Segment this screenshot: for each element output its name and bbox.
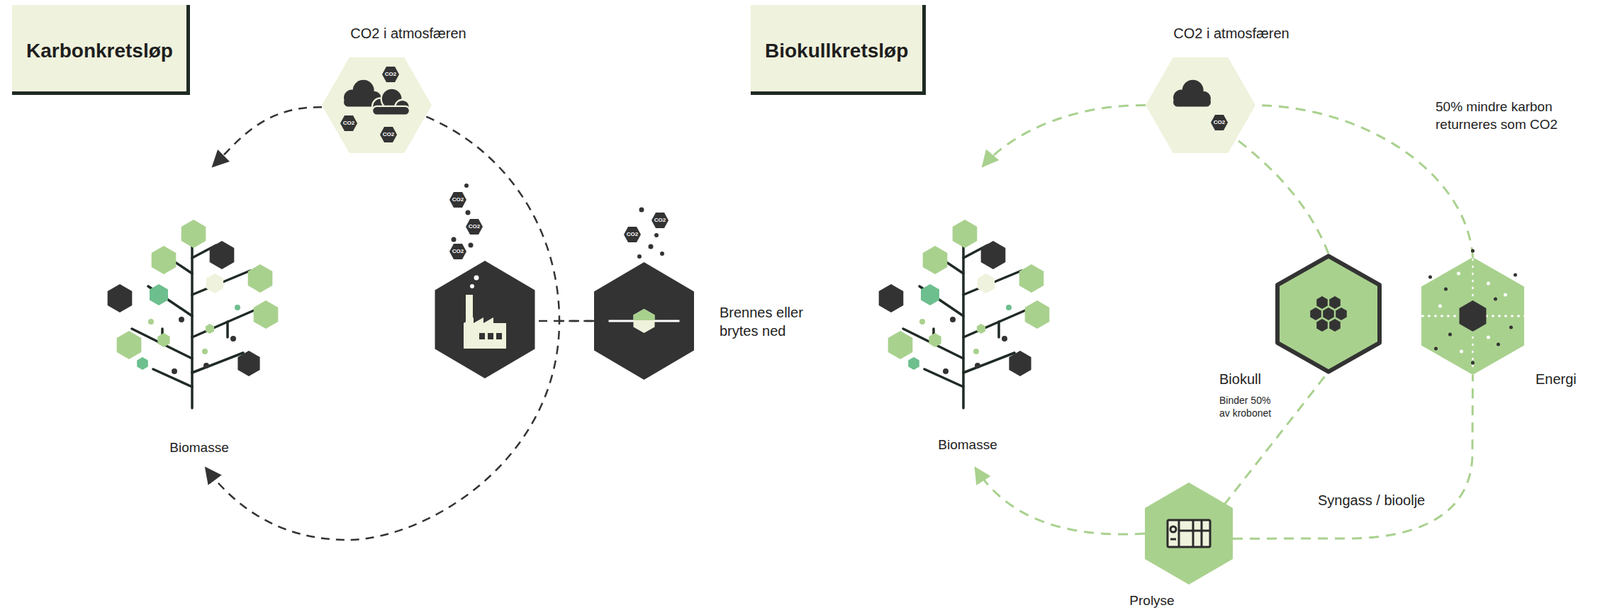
node-note: Binder 50% av krobonet	[1219, 394, 1284, 420]
hexagon-shape	[1144, 482, 1233, 585]
process-hexagon: Brennes eller brytes ned	[594, 262, 695, 380]
title-text: Karbonkretsløp	[26, 38, 173, 64]
dashed-connector	[212, 107, 322, 167]
co2-badge: CO2	[623, 226, 641, 243]
hexagon-shape	[321, 57, 432, 154]
node-label: Biokull	[1219, 370, 1262, 388]
dashed-connector	[1224, 372, 1329, 506]
co2-hexagon: CO2 i atmosfæren	[321, 57, 432, 154]
node-label: Energi	[1535, 370, 1577, 388]
node-heading: CO2 i atmosfæren	[1173, 24, 1289, 42]
biochar-hexagon: BiokullBinder 50% av krobonet	[1275, 253, 1382, 375]
dashed-connector	[205, 321, 595, 541]
hexagon-shape	[1145, 57, 1256, 154]
node-label: Prolyse	[1129, 593, 1174, 610]
hexagon-shape	[594, 262, 695, 380]
title-box: Biokullkretsløp	[750, 4, 926, 95]
factory-hexagon	[435, 260, 536, 379]
pyrolysis-hexagon: Prolyse	[1144, 482, 1233, 585]
edge-label: Syngass / bioolje	[1315, 490, 1428, 511]
dashed-connector	[982, 104, 1146, 167]
tree-illustration	[107, 219, 279, 409]
co2-badge: CO2	[449, 243, 467, 260]
co2-badge: CO2	[449, 192, 467, 208]
energy-hexagon: Energi	[1421, 257, 1525, 376]
dashed-connector	[975, 467, 1145, 535]
dashed-connector	[1235, 138, 1329, 254]
edge-label: 50% mindre karbon returneres som CO2	[1433, 97, 1574, 134]
node-label: Biomasse	[169, 440, 229, 457]
node-label: Biomasse	[937, 437, 997, 454]
dashed-link	[538, 320, 560, 323]
co2-badge: CO2	[651, 212, 669, 229]
co2-badge: CO2	[465, 219, 483, 235]
tree-illustration	[879, 219, 1050, 409]
title-text: Biokullkretsløp	[764, 38, 909, 64]
node-heading: CO2 i atmosfæren	[350, 24, 466, 42]
title-box: Karbonkretsløp	[12, 4, 190, 95]
dashed-connector	[426, 116, 595, 322]
node-label: Brennes eller brytes ned	[719, 303, 819, 341]
hexagon-shape	[1275, 253, 1382, 375]
hexagon-shape	[1421, 257, 1525, 376]
biomass-node: Biomasse	[871, 166, 1057, 468]
co2-hexagon: CO2 i atmosfæren	[1145, 57, 1256, 154]
biomass-node: Biomasse	[106, 166, 284, 468]
